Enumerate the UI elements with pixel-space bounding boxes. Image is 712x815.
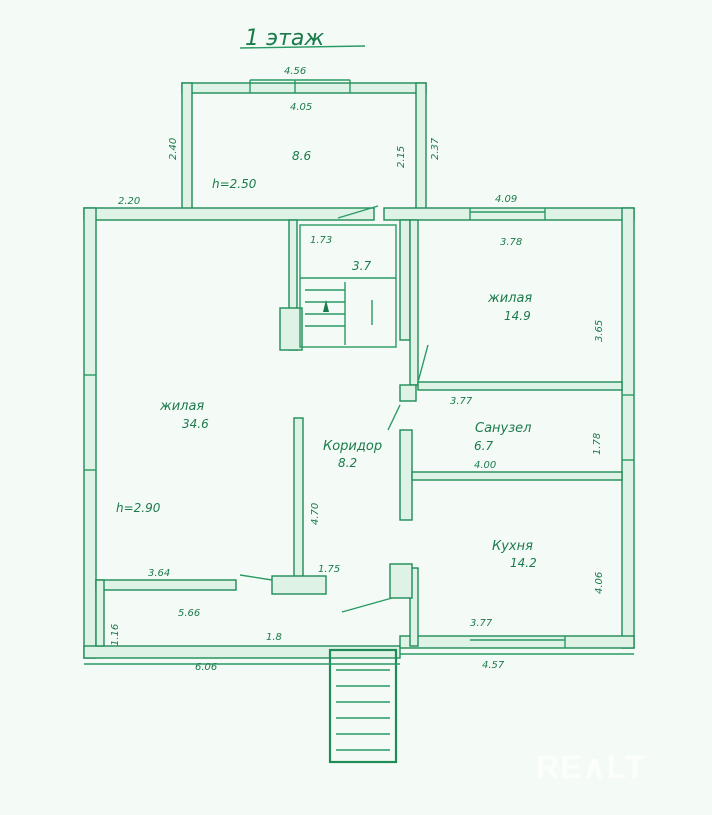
porch-steps (328, 648, 398, 764)
dim-kitchen-side: 4.06 (594, 572, 605, 594)
dim-top-outer: 4.56 (284, 66, 306, 77)
dim-corridor-w: 4.70 (310, 503, 321, 525)
kitchen-area: 14.2 (510, 556, 537, 570)
dim-porch-side: 1.16 (110, 624, 121, 646)
dim-kitchen-bottom: 3.77 (470, 618, 493, 629)
dim-veranda-right-a: 2.15 (396, 146, 407, 168)
dim-small-room-h: 3.65 (594, 320, 605, 342)
doors (239, 205, 429, 613)
veranda-area: 8.6 (292, 149, 311, 163)
dim-bath-bottom: 4.00 (474, 460, 496, 471)
dimension-lines (84, 653, 634, 665)
living-big-height: h=2.90 (116, 501, 161, 515)
living-big-area: 34.6 (182, 417, 209, 431)
interior-walls (271, 219, 623, 599)
dim-bath-top: 3.77 (450, 396, 473, 407)
dim-left-bottom-2: 5.66 (178, 608, 200, 619)
living-small-area: 14.9 (504, 309, 531, 323)
dim-veranda-left: 2.40 (168, 138, 179, 160)
dim-outer-bottom-right: 4.57 (482, 660, 505, 671)
dim-hall-w: 1.75 (318, 564, 340, 575)
stair-area: 3.7 (352, 259, 371, 273)
kitchen-label: Кухня (492, 539, 533, 554)
watermark-logo: RE∧LT (536, 749, 646, 785)
outer-walls (83, 207, 635, 659)
dim-right-top: 4.09 (495, 194, 517, 205)
veranda-height: h=2.50 (212, 177, 257, 191)
bath-area: 6.7 (474, 439, 493, 453)
living-big-label: жилая (159, 399, 204, 414)
corridor-label: Коридор (323, 439, 382, 454)
staircase (299, 224, 397, 348)
corridor-area: 8.2 (338, 456, 357, 470)
title-underline (239, 45, 366, 49)
dim-outer-bottom-left: 6.06 (195, 662, 217, 673)
living-small-label: жилая (487, 291, 532, 306)
stair-height: 1.73 (310, 235, 332, 246)
dim-top-inner: 4.05 (290, 102, 312, 113)
bath-label: Санузел (475, 421, 531, 436)
dim-left-inner-bottom: 3.64 (148, 568, 170, 579)
dim-hall-bottom: 1.8 (266, 632, 282, 643)
veranda (181, 79, 427, 211)
dim-bath-side: 1.78 (592, 433, 603, 455)
dim-left-top: 2.20 (118, 196, 140, 207)
dim-small-room-w: 3.78 (500, 237, 522, 248)
dim-veranda-right-b: 2.37 (430, 137, 441, 160)
